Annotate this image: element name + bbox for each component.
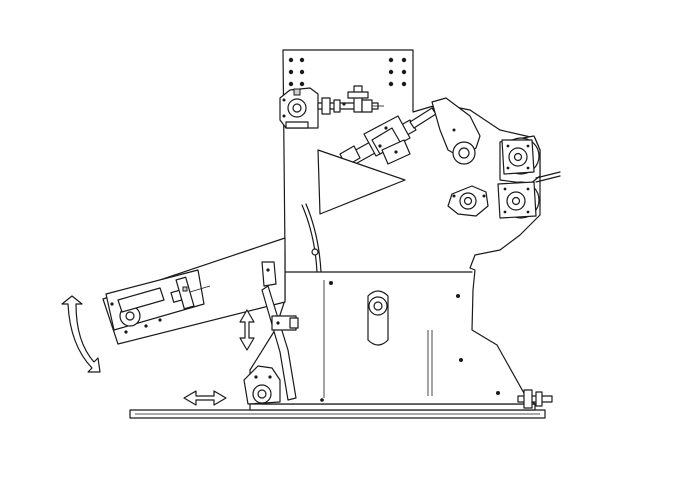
upper-pivot-bracket (279, 87, 319, 129)
lower-roller-unit (497, 171, 561, 219)
roller-lever-arm (431, 97, 481, 165)
frame-mounting-holes (281, 57, 500, 402)
triangular-cutout (317, 149, 406, 215)
eccentric-bearing (447, 185, 489, 217)
horizontal-arrow (183, 390, 227, 406)
lower-pivot-block (243, 365, 281, 405)
central-slot-bearing (367, 290, 389, 346)
tension-cylinder-assembly (339, 102, 444, 168)
base-plate (129, 403, 546, 419)
upper-roller-unit (499, 135, 541, 185)
curved-guide-slot (301, 203, 322, 273)
vertical-adjusting-strut (261, 261, 299, 401)
upper-adjusting-rod (317, 85, 384, 115)
base-adjusting-screw (517, 389, 553, 409)
rotation-arrow (61, 295, 101, 373)
inclined-conveyor-arm (102, 237, 286, 345)
vertical-arrow (239, 309, 255, 351)
